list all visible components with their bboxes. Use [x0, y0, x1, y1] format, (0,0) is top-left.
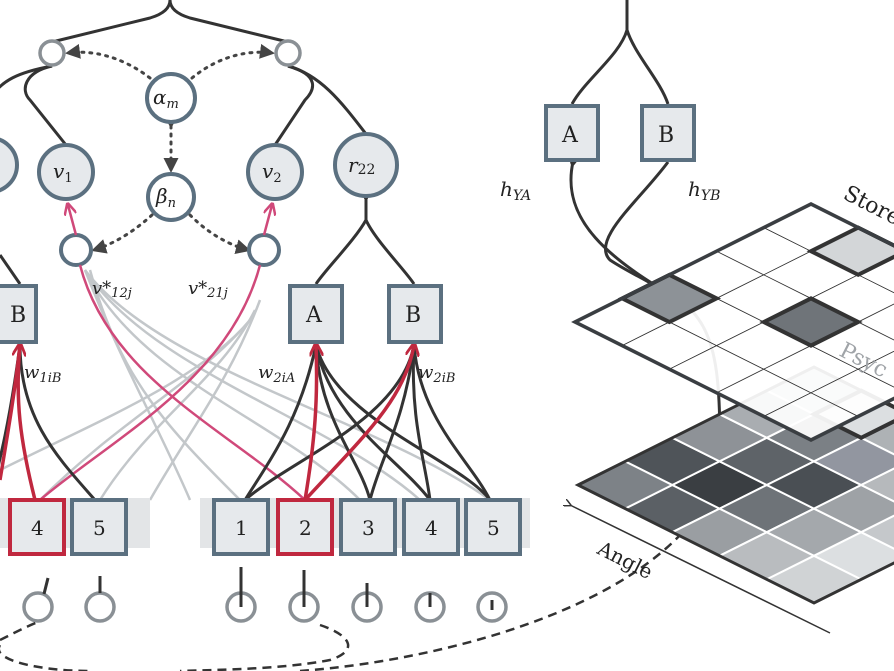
gray-node-left	[38, 39, 66, 67]
red-arrow-w2iB	[303, 345, 414, 502]
input-box-4	[402, 498, 460, 556]
pink-link-right	[39, 264, 262, 501]
alpha-node	[145, 72, 197, 124]
w1iB-label: w1iB	[24, 362, 61, 386]
box-b	[387, 284, 443, 344]
hYB-label: hYB	[688, 177, 720, 204]
store-cell	[857, 303, 894, 341]
psych-cell	[811, 483, 894, 534]
knob-icon	[84, 591, 116, 623]
beta-to-left-arrow	[91, 213, 154, 254]
tree-edges	[0, 0, 416, 285]
pink-link-left	[78, 264, 306, 501]
spatial-box-b	[640, 104, 696, 162]
input-box-2	[276, 498, 334, 556]
left-inputs: 4 5	[8, 498, 128, 556]
psych-plane-border	[574, 365, 894, 605]
pink-arrow-v1	[68, 205, 78, 236]
r22-node	[333, 132, 399, 198]
alpha-label: αm	[153, 85, 179, 112]
store-plane-border	[571, 202, 894, 442]
input-label: 2	[299, 516, 312, 540]
alpha-to-left-arrow	[65, 43, 152, 80]
beta-label: βn	[155, 184, 176, 211]
store-cell-highlight	[806, 225, 894, 278]
angle-axis-arrow	[570, 505, 831, 634]
input-box-left-4	[8, 498, 66, 556]
spatial-edges	[571, 0, 722, 471]
spatial-box-b-label: B	[658, 123, 674, 148]
store-cell	[810, 368, 894, 417]
vstar21-node	[247, 233, 281, 267]
input-box-5	[464, 498, 522, 556]
box-b-left	[0, 284, 38, 344]
input-fan-gray	[0, 269, 491, 502]
store-cell	[857, 350, 894, 388]
input-label: 5	[93, 516, 106, 540]
input-label: 4	[425, 516, 438, 540]
psych-cell	[811, 436, 894, 487]
input-label: 3	[362, 516, 375, 540]
vstar12-node	[59, 233, 93, 267]
alpha-to-right-arrow	[190, 43, 275, 80]
pink-arrow-v2	[262, 205, 272, 236]
red-arrow-w1iB-2	[0, 344, 22, 481]
gray-node-right	[274, 39, 302, 67]
right-inputs: 1 2 3 4 5	[212, 498, 522, 556]
r22-label: r22	[348, 153, 375, 178]
w2iB-label: w2iB	[418, 362, 455, 386]
input-label: 5	[487, 516, 500, 540]
input-box-1	[212, 498, 270, 556]
v1-node	[37, 143, 95, 201]
partial-node	[0, 137, 19, 193]
red-arrow-w2iA	[303, 345, 317, 501]
psych-cell	[858, 514, 894, 550]
box-b-left-label: B	[10, 303, 26, 328]
input-label: 1	[235, 516, 248, 540]
input-box-left-5	[70, 498, 128, 556]
box-a-label: A	[305, 303, 323, 328]
knob-icon	[22, 591, 54, 623]
psych-cell	[811, 531, 894, 581]
v2-label: v2	[262, 159, 282, 186]
store-plane	[571, 202, 894, 442]
v1-label: v1	[53, 159, 73, 186]
vstar21-label: v*21j	[188, 278, 228, 301]
spatial-box-a	[544, 104, 600, 162]
input-box-3	[339, 498, 397, 556]
angle-knobs	[22, 567, 508, 623]
input-label: 4	[31, 516, 44, 540]
weight-edges	[0, 344, 492, 502]
w2iA-label: w2iA	[258, 362, 295, 386]
v2-node	[246, 143, 304, 201]
dashed-feedback-path	[0, 469, 722, 671]
beta-to-right-arrow	[188, 213, 251, 255]
spatial-box-a-label: A	[561, 123, 579, 148]
hYA-label: hYA	[500, 177, 531, 204]
psych-cell	[858, 467, 894, 503]
store-cell-highlight	[759, 296, 863, 348]
box-a	[288, 284, 344, 344]
box-b-label: B	[405, 303, 421, 328]
vstar12-label: v*12j	[92, 278, 132, 301]
beta-node	[146, 172, 196, 222]
